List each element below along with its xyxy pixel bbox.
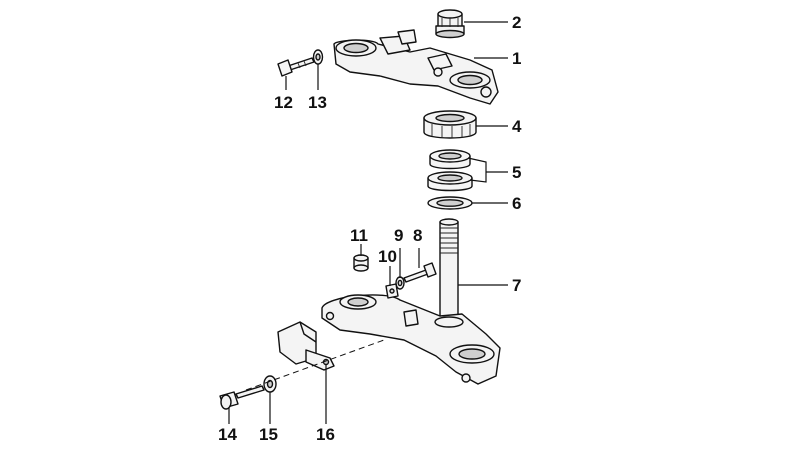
part-7-steering-stem bbox=[439, 218, 459, 321]
callout-4: 4 bbox=[512, 117, 522, 136]
part-14-bolt bbox=[219, 385, 265, 410]
part-11-rubber-buffer bbox=[353, 254, 369, 272]
part-9-washer bbox=[395, 276, 405, 290]
callout-10: 10 bbox=[378, 247, 397, 266]
part-12-bolt bbox=[277, 57, 315, 77]
callout-5: 5 bbox=[512, 163, 521, 182]
part-13-washer bbox=[312, 49, 324, 65]
part-16-bracket bbox=[277, 321, 335, 371]
callout-9: 9 bbox=[394, 226, 403, 245]
part-10-bracket bbox=[385, 283, 399, 299]
part-5-taper-bearings bbox=[427, 149, 473, 192]
part-1-upper-fork-bridge bbox=[333, 29, 499, 105]
callout-14: 14 bbox=[218, 425, 237, 444]
leader-lines bbox=[228, 21, 508, 424]
callout-6: 6 bbox=[512, 194, 521, 213]
part-6-seal-ring bbox=[427, 196, 473, 210]
callout-8: 8 bbox=[413, 226, 422, 245]
part-2-plug-nut bbox=[435, 9, 465, 39]
callout-12: 12 bbox=[274, 93, 293, 112]
assembly-axis-line bbox=[245, 339, 385, 391]
lower-fork-bridge bbox=[321, 294, 501, 385]
callout-2: 2 bbox=[512, 13, 521, 32]
part-8-screw bbox=[403, 262, 437, 283]
callout-16: 16 bbox=[316, 425, 335, 444]
callout-15: 15 bbox=[259, 425, 278, 444]
callout-1: 1 bbox=[512, 49, 521, 68]
part-4-adjusting-ring bbox=[423, 110, 477, 139]
callout-7: 7 bbox=[512, 276, 521, 295]
part-15-washer bbox=[263, 375, 277, 393]
callouts: 2 1 12 13 4 5 6 11 9 8 10 7 14 15 16 bbox=[218, 13, 522, 444]
callout-13: 13 bbox=[308, 93, 327, 112]
callout-11: 11 bbox=[350, 226, 368, 245]
